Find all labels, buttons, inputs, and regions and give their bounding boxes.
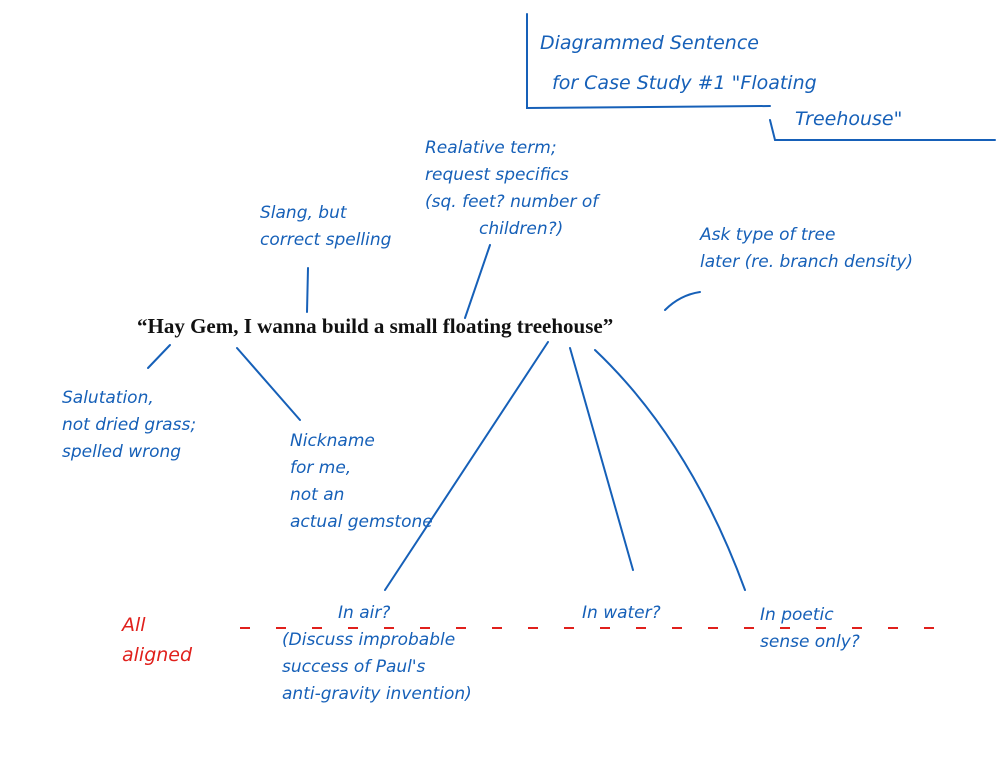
annotation-nickname: Nickname for me, not an actual gemstone: [290, 431, 433, 532]
annotation-salutation: Salutation, not dried grass; spelled wro…: [62, 388, 197, 462]
annotation-poetic: In poetic sense only?: [760, 605, 860, 652]
title-line-3: Treehouse": [795, 108, 903, 130]
annotation-relative-term: Realative term; request specifics (sq. f…: [425, 138, 599, 239]
title-box-border: [526, 13, 996, 141]
annotation-in-water: In water?: [582, 603, 661, 623]
annotation-tree-type: Ask type of tree later (re. branch densi…: [700, 225, 914, 272]
annotation-slang: Slang, but correct spelling: [260, 203, 392, 250]
annotation-in-air-note: (Discuss improbable success of Paul's an…: [282, 630, 472, 704]
line-water: [569, 347, 634, 571]
line-poetic: [594, 349, 746, 591]
line-tree: [664, 291, 701, 311]
line-nickname: [236, 347, 301, 421]
sentence: “Hay Gem, I wanna build a small floating…: [137, 314, 614, 338]
line-air: [384, 341, 549, 591]
title-line-1: Diagrammed Sentence: [540, 32, 759, 54]
annotation-all-aligned: All aligned: [122, 614, 193, 666]
annotation-in-air: In air?: [338, 603, 391, 623]
line-salutation: [147, 344, 171, 369]
line-relative: [464, 244, 491, 319]
title-line-2: for Case Study #1 "Floating: [552, 72, 817, 94]
line-slang: [306, 267, 309, 313]
